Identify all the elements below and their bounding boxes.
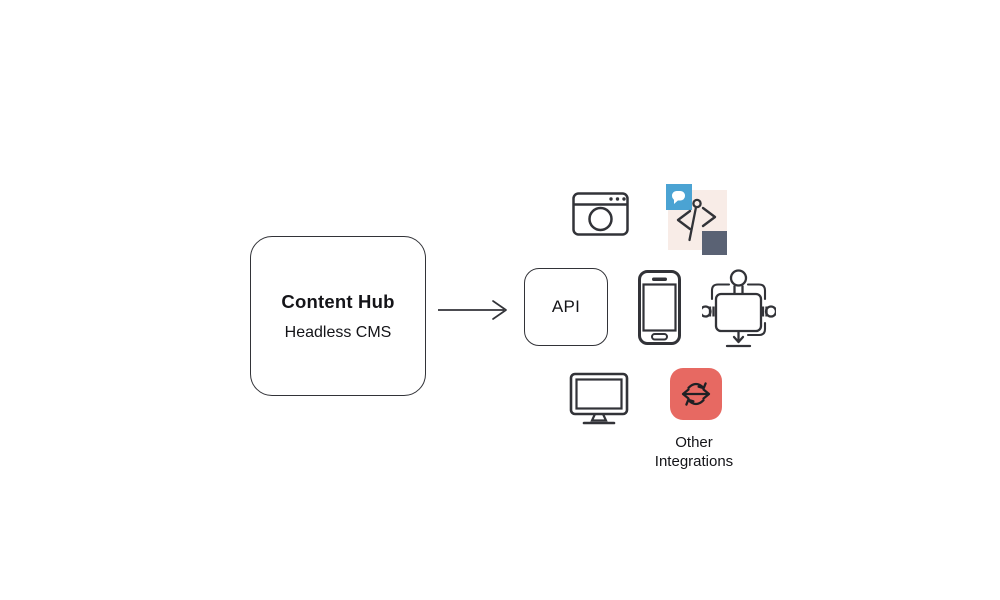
monitor-icon xyxy=(569,372,629,425)
api-label: API xyxy=(551,297,581,316)
other-integrations-label: Other Integrations xyxy=(654,434,734,470)
content-hub-title: Content Hub xyxy=(281,290,395,312)
browser-window-icon xyxy=(572,192,629,236)
smartphone-icon xyxy=(638,270,681,345)
code-embed-icon xyxy=(666,184,727,255)
api-node: API xyxy=(524,268,608,346)
content-hub-node: Content Hub Headless CMS xyxy=(250,236,426,396)
other-integrations-tile xyxy=(670,368,722,420)
content-hub-subtitle: Headless CMS xyxy=(284,323,392,341)
arrow-right-icon xyxy=(438,300,507,320)
sync-arrows-icon xyxy=(681,382,711,406)
plugin-icon xyxy=(702,269,776,348)
